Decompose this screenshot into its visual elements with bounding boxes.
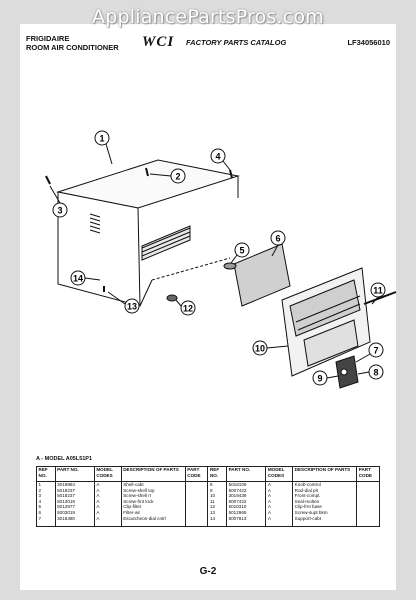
column-header: REF NO. [36, 466, 56, 482]
svg-text:2: 2 [175, 172, 180, 182]
svg-text:10: 10 [255, 344, 265, 354]
column-header: PART NO. [54, 466, 95, 482]
callout-11: 11 [370, 282, 386, 305]
svg-text:6: 6 [275, 234, 280, 244]
part-code-column-right [356, 481, 380, 527]
callout-13: 13 [107, 291, 140, 314]
svg-text:14: 14 [73, 274, 83, 284]
callout-7: 7 [355, 342, 384, 363]
svg-text:4: 4 [215, 152, 220, 162]
callout-9: 9 [312, 370, 339, 386]
svg-text:3: 3 [57, 206, 62, 216]
callout-1: 1 [94, 130, 113, 165]
callout-2: 2 [149, 168, 186, 184]
svg-text:12: 12 [183, 304, 193, 314]
svg-text:13: 13 [127, 302, 137, 312]
svg-text:8: 8 [373, 368, 378, 378]
column-header: PART NO. [226, 466, 267, 482]
column-header: MODEL CODES [93, 466, 122, 482]
filter-clip [223, 262, 237, 270]
page-number: G-2 [199, 566, 217, 577]
callout-10: 10 [252, 340, 289, 356]
wci-logo: WCI [142, 34, 175, 50]
column-header: PART CODE [356, 466, 380, 482]
air-filter [233, 243, 291, 307]
side-louvers [89, 213, 101, 234]
cabinet-side [57, 191, 141, 307]
callout-6: 6 [270, 230, 286, 257]
brand-name: FRIGIDAIRE [26, 34, 70, 43]
catalog-title: FACTORY PARTS CATALOG [186, 38, 287, 47]
catalog-number: LF34056010 [347, 38, 390, 47]
column-header: DESCRIPTION OF PARTS [120, 466, 186, 482]
callout-5: 5 [230, 242, 250, 264]
seal-strip [363, 291, 397, 305]
svg-text:5: 5 [239, 246, 244, 256]
watermark: AppliancePartsPros.com [92, 6, 324, 28]
svg-text:11: 11 [373, 286, 383, 296]
parts-table: REF NO. PART NO. MODEL CODES DESCRIPTION… [36, 466, 380, 527]
column-header: MODEL CODES [265, 466, 294, 482]
brand-block: FRIGIDAIRE ROOM AIR CONDITIONER [26, 34, 119, 52]
page-header: FRIGIDAIRE ROOM AIR CONDITIONER WCI FACT… [26, 34, 392, 60]
callout-3: 3 [49, 185, 68, 218]
product-line: ROOM AIR CONDITIONER [26, 43, 119, 52]
callout-14: 14 [70, 270, 101, 286]
callout-4: 4 [210, 148, 231, 171]
column-header: PART CODE [184, 466, 209, 482]
column-header: DESCRIPTION OF PARTS [292, 466, 358, 482]
model-note: A - MODEL A05L51P1 [36, 456, 93, 462]
svg-text:9: 9 [317, 374, 322, 384]
svg-text:7: 7 [373, 346, 378, 356]
callout-8: 8 [357, 364, 384, 380]
svg-text:1: 1 [99, 134, 104, 144]
exploded-view-diagram: 1 2 3 4 5 6 7 8 9 10 [45, 130, 397, 389]
table-header-row: REF NO. PART NO. MODEL CODES DESCRIPTION… [36, 466, 380, 482]
callout-12: 12 [175, 299, 196, 316]
column-header: REF NO. [207, 466, 228, 482]
part-code-column-left [184, 481, 209, 527]
